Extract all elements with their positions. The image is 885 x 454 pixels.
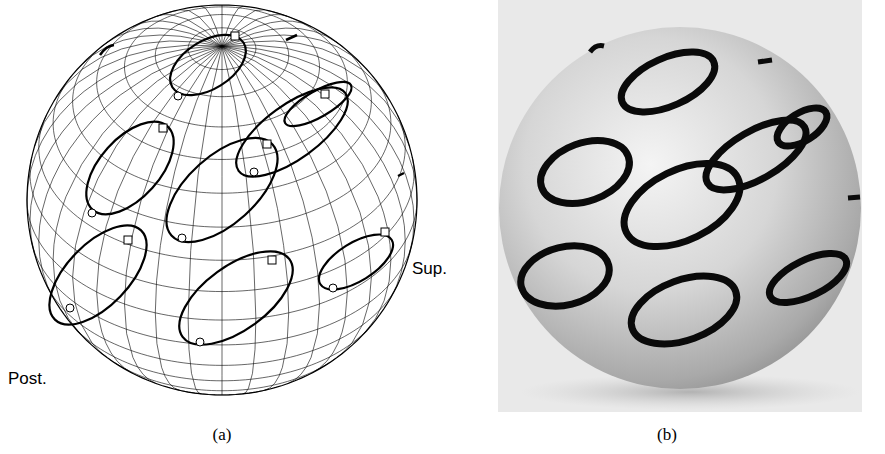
panel-label: (a) (213, 426, 232, 445)
circle-marker (178, 234, 186, 242)
painted-ellipse (762, 243, 853, 312)
ellipse-trace (164, 233, 308, 362)
wireframe-sphere (27, 5, 417, 395)
painted-ellipse (622, 263, 746, 357)
ellipse-fragment (590, 46, 604, 52)
square-marker (268, 256, 276, 264)
circle-marker (250, 168, 258, 176)
ellipse-trace (279, 74, 358, 135)
square-marker (124, 236, 132, 244)
ellipse-trace (149, 119, 296, 261)
ellipse-trace (70, 106, 190, 229)
painted-ellipse (532, 129, 638, 215)
circle-marker (174, 92, 182, 100)
ellipse-trace (310, 224, 401, 301)
trajectory-ellipses (33, 22, 404, 362)
painted-ellipse (696, 106, 817, 204)
ellipse-fragment (398, 173, 404, 176)
square-marker (381, 228, 389, 236)
circle-marker (196, 338, 204, 346)
circle-marker (329, 284, 337, 292)
square-marker (263, 140, 271, 148)
painted-ellipse (771, 100, 833, 153)
metal-ball (499, 27, 861, 389)
painted-ellipse (611, 146, 753, 263)
circle-marker (66, 304, 74, 312)
square-marker (231, 32, 239, 40)
ellipse-fragment (758, 60, 772, 62)
panel-label: (b) (657, 426, 677, 445)
square-marker (321, 90, 329, 98)
ellipse-trace (160, 22, 257, 107)
direction-label: Sup. (412, 260, 447, 279)
photo-background (498, 0, 862, 412)
graticule (27, 5, 417, 395)
sphere-outline (27, 5, 417, 395)
ellipse-fragment (848, 197, 860, 198)
square-marker (159, 124, 167, 132)
ellipse-fragment (100, 45, 114, 55)
ellipse-fragment (286, 35, 297, 40)
painted-ellipse (613, 40, 724, 125)
photo-sphere (498, 0, 862, 412)
painted-ellipse (514, 237, 615, 315)
direction-label: Post. (8, 370, 47, 389)
circle-marker (88, 209, 96, 217)
painted-ellipses (514, 40, 853, 357)
ellipse-trace (33, 209, 164, 341)
ellipse-trace (223, 71, 362, 192)
